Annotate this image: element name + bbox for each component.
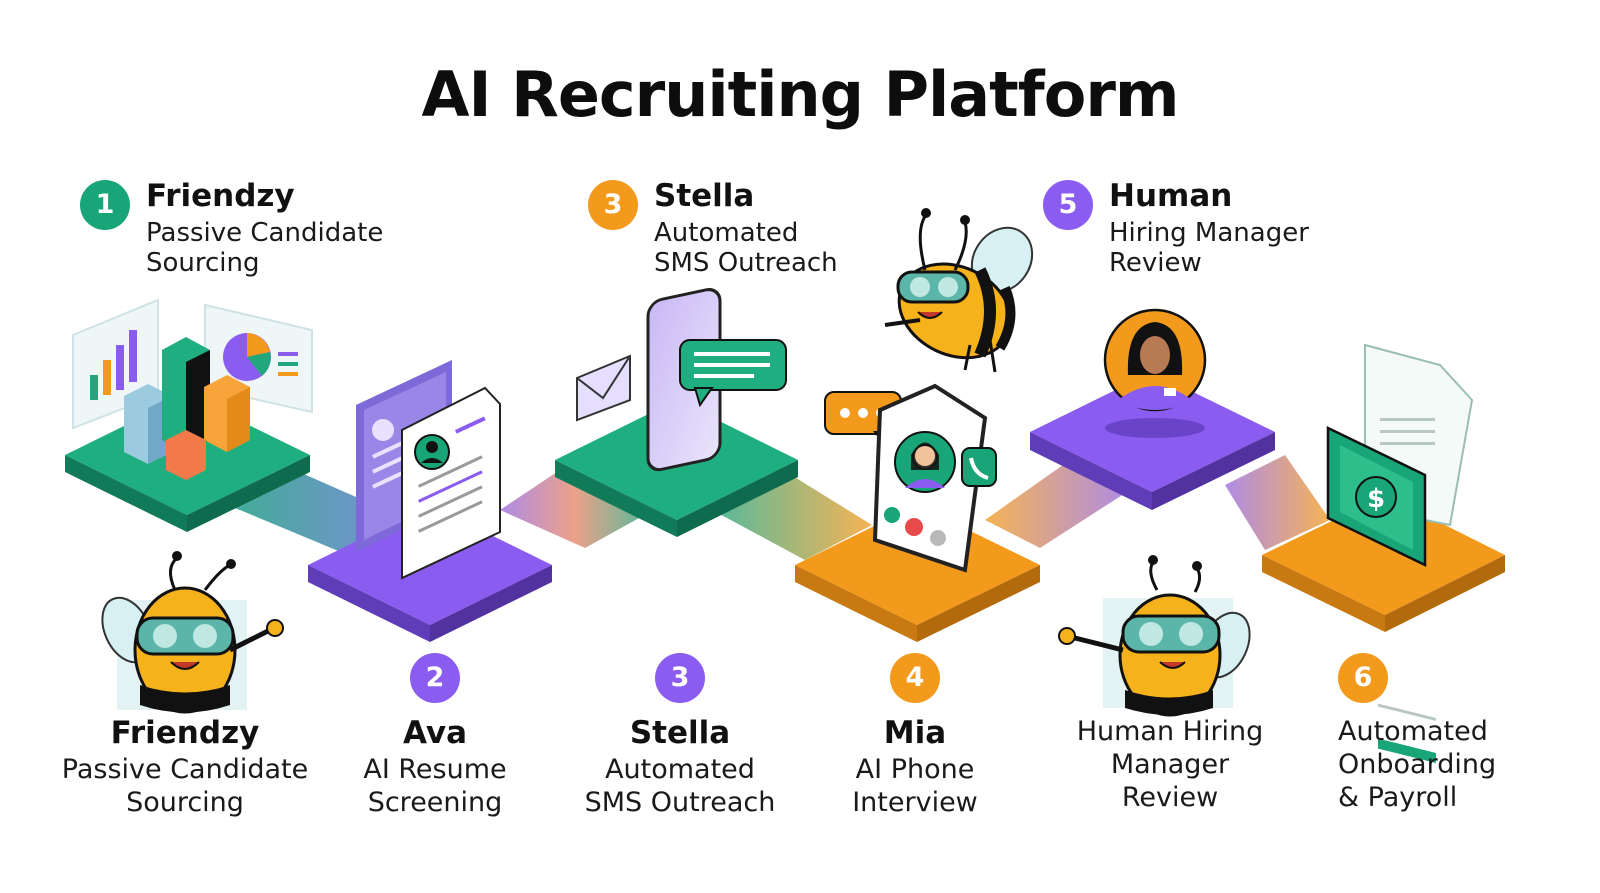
bee-mascot-icon [101, 551, 284, 714]
resume-document-icon [356, 360, 501, 580]
page-title: AI Recruiting Platform [421, 58, 1179, 131]
step-name: Human [1109, 178, 1233, 214]
bee-mascot-icon [1058, 555, 1251, 717]
step-number-badge: 5 [1043, 180, 1093, 230]
step-number-badge: 4 [890, 653, 940, 703]
bee-mascot-icon [884, 208, 1034, 373]
step-name: Stella [629, 715, 731, 751]
step-name: Friendzy [146, 178, 295, 214]
step-name: Ava [402, 715, 467, 751]
smartphone-sms-icon [576, 288, 787, 472]
connector-4-5 [985, 460, 1130, 548]
step-name: Stella [654, 178, 755, 214]
step-name: Friendzy [110, 715, 260, 751]
platform-4 [795, 505, 1040, 642]
step-number-badge: 3 [655, 653, 705, 703]
step-number-badge: 1 [80, 180, 130, 230]
platform-6 [1262, 495, 1505, 632]
svg-text:$: $ [1367, 484, 1385, 514]
step-number-badge: 3 [588, 180, 638, 230]
platform-5 [1030, 372, 1275, 510]
payroll-invoice-icon: $ [1326, 343, 1474, 764]
step-number-badge: 6 [1338, 653, 1388, 703]
analytics-dashboard-icon [72, 298, 313, 480]
phone-interview-icon [824, 383, 997, 573]
connector-5-6 [1225, 455, 1330, 550]
connector-2-3 [500, 470, 650, 548]
step-number-badge: 2 [410, 653, 460, 703]
step-name: Mia [883, 715, 947, 751]
hiring-manager-avatar-icon [1103, 308, 1207, 412]
